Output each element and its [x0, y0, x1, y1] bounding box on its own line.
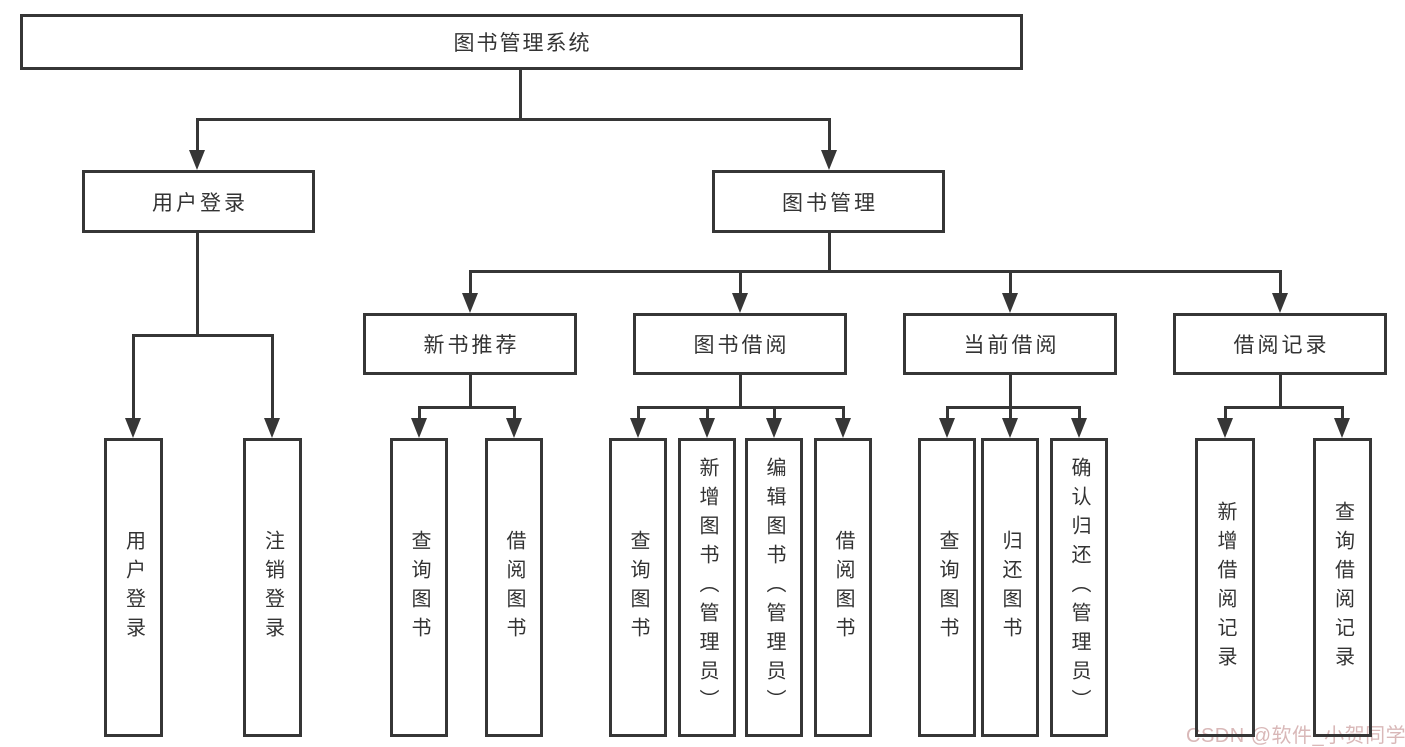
leaf-newbook-query-books: 查询图书 [390, 438, 448, 737]
leaf-borrow-edit-books-admin: 编辑图书（管理员） [745, 438, 803, 737]
arrowhead-down-icon [766, 418, 782, 438]
arrowhead-down-icon [462, 293, 478, 313]
leaf-newbook-borrow-books: 借阅图书 [485, 438, 543, 737]
connector-line [196, 233, 199, 337]
arrowhead-down-icon [630, 418, 646, 438]
leaf-borrow-add-books-admin: 新增图书（管理员） [678, 438, 736, 737]
node-label: 查询借阅记录 [1331, 500, 1354, 675]
node-book-borrow: 图书借阅 [633, 313, 847, 375]
connector-line [418, 406, 516, 409]
arrowhead-down-icon [1002, 418, 1018, 438]
connector-line [1341, 406, 1344, 422]
arrowhead-down-icon [1272, 293, 1288, 313]
connector-line [1078, 406, 1081, 422]
arrowhead-down-icon [1002, 293, 1018, 313]
connector-line [1279, 270, 1282, 298]
connector-line [1009, 406, 1012, 422]
node-label: 新书推荐 [423, 334, 520, 357]
node-label: 图书管理 [782, 191, 878, 215]
connector-line [271, 334, 274, 422]
connector-line [1009, 375, 1012, 409]
connector-line [842, 406, 845, 422]
arrowhead-down-icon [699, 418, 715, 438]
connector-line [513, 406, 516, 422]
arrowhead-down-icon [125, 418, 141, 438]
connector-line [946, 406, 1081, 409]
leaf-current-return-books: 归还图书 [981, 438, 1039, 737]
connector-line [132, 334, 135, 422]
connector-line [519, 70, 522, 121]
node-label: 查询图书 [408, 529, 430, 646]
node-label: 图书借阅 [693, 334, 790, 357]
connector-line [1009, 270, 1012, 298]
node-label: 确认归还（管理员） [1068, 457, 1090, 718]
connector-line [706, 406, 709, 422]
node-current-borrow: 当前借阅 [903, 313, 1117, 375]
connector-line [196, 118, 199, 154]
leaf-logout: 注销登录 [243, 438, 302, 737]
arrowhead-down-icon [732, 293, 748, 313]
arrowhead-down-icon [506, 418, 522, 438]
connector-line [739, 375, 742, 409]
connector-line [828, 118, 831, 154]
node-label: 注销登录 [261, 529, 284, 646]
connector-line [1279, 375, 1282, 409]
connector-line [196, 118, 831, 121]
node-label: 新增借阅记录 [1214, 500, 1236, 675]
node-new-book-recommend: 新书推荐 [363, 313, 577, 375]
connector-line [418, 406, 421, 422]
leaf-borrow-lend-books: 借阅图书 [814, 438, 872, 737]
connector-line [1224, 406, 1344, 409]
arrowhead-down-icon [1334, 418, 1350, 438]
node-user-login: 用户登录 [82, 170, 315, 233]
leaf-records-query-record: 查询借阅记录 [1313, 438, 1372, 737]
arrowhead-down-icon [264, 418, 280, 438]
node-label: 用户登录 [122, 529, 145, 646]
arrowhead-down-icon [939, 418, 955, 438]
node-label: 查询图书 [627, 529, 649, 646]
connector-line [132, 334, 274, 337]
node-label: 借阅图书 [832, 529, 854, 646]
arrowhead-down-icon [821, 150, 837, 170]
connector-line [469, 375, 472, 409]
node-borrow-records: 借阅记录 [1173, 313, 1387, 375]
arrowhead-down-icon [1071, 418, 1087, 438]
node-label: 当前借阅 [963, 334, 1060, 357]
leaf-borrow-query-books: 查询图书 [609, 438, 667, 737]
node-label: 图书管理系统 [453, 32, 592, 55]
node-label: 归还图书 [999, 529, 1021, 646]
leaf-current-confirm-return-admin: 确认归还（管理员） [1050, 438, 1108, 737]
node-system-root: 图书管理系统 [20, 14, 1023, 70]
leaf-records-add-record: 新增借阅记录 [1195, 438, 1255, 737]
connector-line [828, 233, 831, 273]
connector-line [637, 406, 845, 409]
leaf-user-login: 用户登录 [104, 438, 163, 737]
node-label: 用户登录 [152, 191, 248, 215]
node-label: 查询图书 [936, 529, 958, 646]
node-label: 借阅图书 [503, 529, 525, 646]
arrowhead-down-icon [835, 418, 851, 438]
connector-line [469, 270, 1282, 273]
leaf-current-query-books: 查询图书 [918, 438, 976, 737]
connector-line [469, 270, 472, 298]
arrowhead-down-icon [411, 418, 427, 438]
connector-line [773, 406, 776, 422]
connector-line [946, 406, 949, 422]
connector-line [739, 270, 742, 298]
node-book-management: 图书管理 [712, 170, 945, 233]
connector-line [1224, 406, 1227, 422]
arrowhead-down-icon [1217, 418, 1233, 438]
watermark: CSDN @软件_小贺同学 [1186, 725, 1405, 747]
arrowhead-down-icon [189, 150, 205, 170]
connector-line [637, 406, 640, 422]
node-label: 新增图书（管理员） [696, 457, 718, 718]
node-label: 编辑图书（管理员） [763, 457, 785, 718]
node-label: 借阅记录 [1233, 334, 1330, 357]
